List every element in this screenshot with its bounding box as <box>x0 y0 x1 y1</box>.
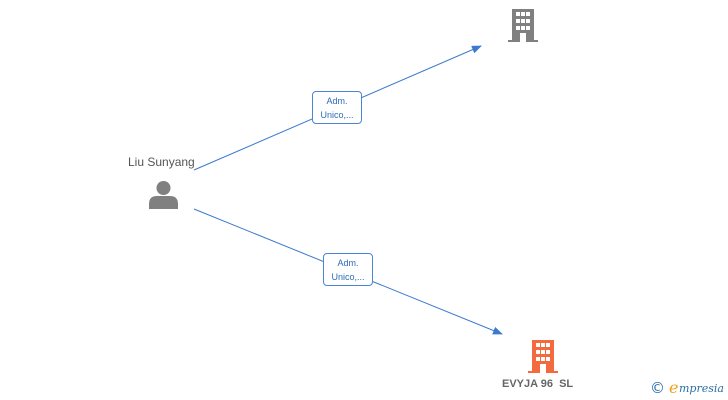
empresia-logo: e mpresia <box>669 379 724 397</box>
edge-label-bottom[interactable]: Adm. Unico,... <box>323 253 373 286</box>
person-icon[interactable] <box>149 180 178 209</box>
edge-role-line2: Unico,... <box>331 272 365 282</box>
building-icon[interactable] <box>508 9 538 42</box>
edge-role-line2: Unico,... <box>320 110 354 120</box>
empresia-watermark: © e mpresia <box>650 378 728 398</box>
person-name-label[interactable]: Liu Sunyang <box>128 155 195 169</box>
edge-role-line1: Adm. <box>326 96 348 106</box>
copyright-icon: © <box>650 379 665 397</box>
edge-role-line1: Adm. <box>337 258 359 268</box>
edge-label-top[interactable]: Adm. Unico,... <box>312 91 362 124</box>
svg-text:e: e <box>669 379 678 397</box>
svg-text:mpresia: mpresia <box>679 382 724 395</box>
company-name-label[interactable]: EVYJA 96 SL <box>502 378 574 390</box>
building-icon[interactable] <box>528 340 558 373</box>
